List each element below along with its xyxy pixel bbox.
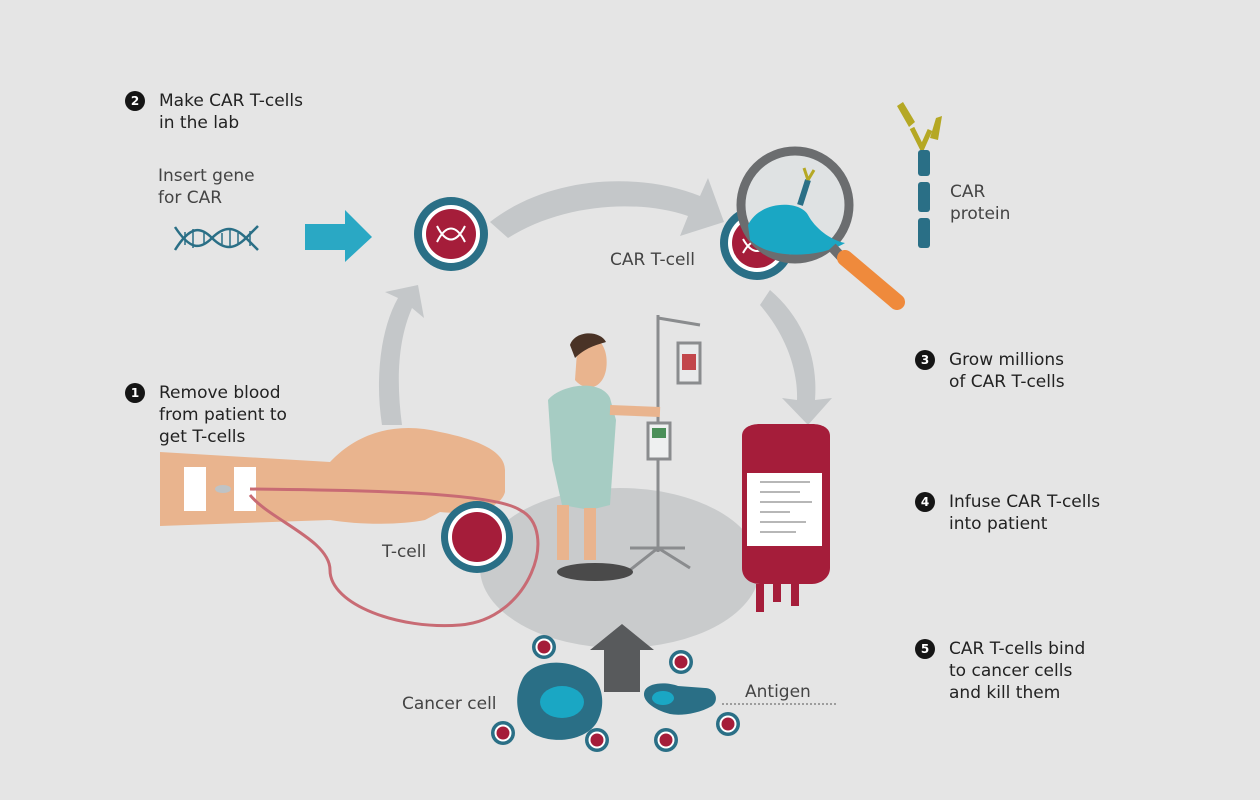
cycle-arrows xyxy=(378,178,832,692)
insert-gene-line-2: for CAR xyxy=(158,188,223,208)
cancer-cell-icon xyxy=(517,662,838,740)
step-4: 4 Infuse CAR T-cells into patient xyxy=(915,491,1100,535)
blood-bag-icon xyxy=(742,424,830,612)
antigen-label: Antigen xyxy=(745,682,811,702)
step-5-number: 5 xyxy=(915,639,935,659)
dna-icon xyxy=(173,225,259,251)
step-1-line-3: get T-cells xyxy=(159,427,246,447)
step-1-number: 1 xyxy=(125,383,145,403)
magnifier-icon xyxy=(736,146,905,310)
car-protein-icon xyxy=(897,102,942,248)
arrow-right-icon xyxy=(305,210,372,262)
step-2-number: 2 xyxy=(125,91,145,111)
car-t-cell-label: CAR T-cell xyxy=(610,250,695,270)
arm-icon xyxy=(160,427,540,628)
step-4-number: 4 xyxy=(915,492,935,512)
step-5-line-1: CAR T-cells bind xyxy=(949,639,1086,659)
step-1-line-2: from patient to xyxy=(159,405,287,425)
step-4-line-1: Infuse CAR T-cells xyxy=(949,492,1101,512)
patient-icon xyxy=(548,333,661,581)
step-1-line-1: Remove blood xyxy=(159,383,281,403)
t-cell-label: T-cell xyxy=(382,542,427,562)
step-5-line-3: and kill them xyxy=(949,683,1061,703)
step-3-number: 3 xyxy=(915,350,935,370)
step-2-line-1: Make CAR T-cells xyxy=(159,91,303,111)
t-cell-icon xyxy=(414,197,488,271)
step-3-line-2: of CAR T-cells xyxy=(949,372,1065,392)
step-4-line-2: into patient xyxy=(949,514,1048,534)
insert-gene-line-1: Insert gene xyxy=(158,166,255,186)
cancer-cell-label: Cancer cell xyxy=(402,694,497,714)
step-5-line-2: to cancer cells xyxy=(949,661,1073,681)
step-5: 5 CAR T-cells bind to cancer cells and k… xyxy=(915,638,1085,704)
car-protein-line-1: CAR xyxy=(950,182,986,202)
t-cell-blood-icon xyxy=(441,501,513,573)
step-3: 3 Grow millions of CAR T-cells xyxy=(915,349,1065,393)
step-2-line-2: in the lab xyxy=(159,113,240,133)
car-protein-label: CAR protein xyxy=(950,181,1010,225)
insert-gene-label: Insert gene for CAR xyxy=(158,165,255,209)
step-3-line-1: Grow millions xyxy=(949,350,1064,370)
step-1: 1 Remove blood from patient to get T-cel… xyxy=(125,382,287,448)
car-protein-line-2: protein xyxy=(950,204,1011,224)
step-2: 2 Make CAR T-cells in the lab xyxy=(125,90,303,134)
iv-pole-icon xyxy=(629,315,702,572)
